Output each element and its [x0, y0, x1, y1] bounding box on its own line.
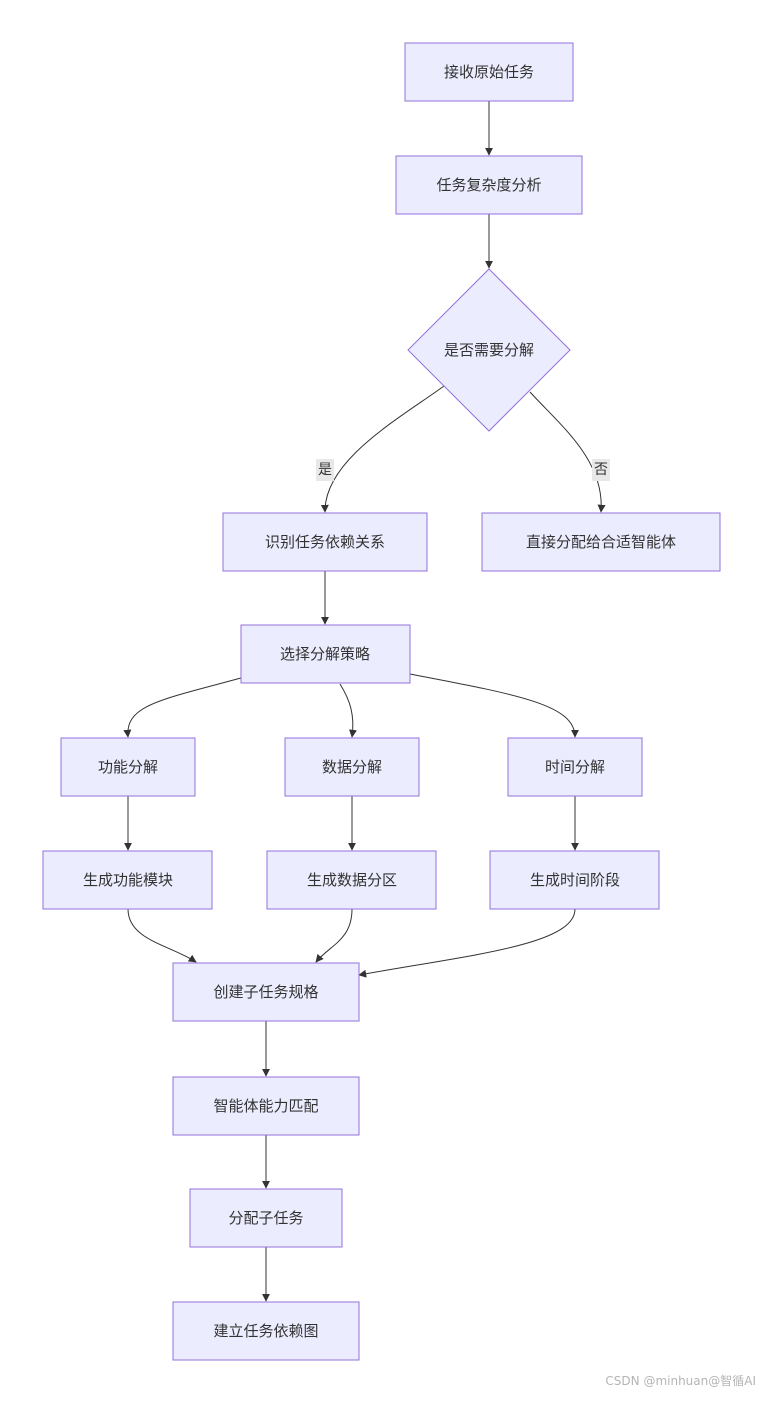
node-assign-directly: 直接分配给合适智能体: [481, 512, 721, 572]
node-assign-directly-label: 直接分配给合适智能体: [526, 533, 676, 551]
node-generate-function-modules: 生成功能模块: [42, 850, 213, 910]
node-generate-function-modules-label: 生成功能模块: [83, 871, 173, 889]
edge-strategy-to-func: [123, 677, 242, 738]
node-build-dependency-graph-label: 建立任务依赖图: [213, 1322, 318, 1340]
node-create-subtask-specs: 创建子任务规格: [172, 962, 360, 1022]
decision-need-decompose: 是否需要分解: [407, 268, 571, 432]
edge-label-no: 否: [592, 459, 610, 481]
node-identify-dependencies: 识别任务依赖关系: [222, 512, 428, 572]
node-receive-task-label: 接收原始任务: [444, 63, 534, 81]
node-assign-subtasks: 分配子任务: [189, 1188, 343, 1248]
decision-need-decompose-label: 是否需要分解: [444, 341, 534, 359]
edge-partitions-to-specs: [315, 908, 353, 963]
edge-modules-to-specs: [127, 908, 197, 963]
node-generate-time-stages: 生成时间阶段: [489, 850, 660, 910]
node-generate-data-partitions: 生成数据分区: [266, 850, 437, 910]
node-create-subtask-specs-label: 创建子任务规格: [213, 983, 318, 1001]
edge-decision-yes: [320, 385, 445, 513]
node-functional-decomposition-label: 功能分解: [98, 758, 158, 776]
watermark: CSDN @minhuan@智循AI: [605, 1374, 756, 1388]
edge-decision-no: [529, 391, 606, 513]
edge-stages-to-specs: [358, 908, 576, 978]
node-functional-decomposition: 功能分解: [60, 737, 196, 797]
edge-label-yes-text: 是: [318, 462, 332, 478]
edge-label-yes: 是: [316, 459, 334, 481]
node-complexity-analysis-label: 任务复杂度分析: [436, 176, 541, 194]
node-choose-strategy: 选择分解策略: [240, 624, 411, 684]
node-build-dependency-graph: 建立任务依赖图: [172, 1301, 360, 1361]
edge-strategy-to-data: [339, 683, 357, 738]
edge-label-no-text: 否: [594, 462, 608, 478]
node-choose-strategy-label: 选择分解策略: [280, 645, 370, 663]
node-time-decomposition-label: 时间分解: [545, 758, 605, 776]
edge-strategy-to-time: [409, 673, 579, 738]
node-time-decomposition: 时间分解: [507, 737, 643, 797]
node-complexity-analysis: 任务复杂度分析: [395, 155, 583, 215]
node-agent-capability-match-label: 智能体能力匹配: [213, 1097, 318, 1115]
node-generate-time-stages-label: 生成时间阶段: [530, 871, 620, 889]
node-data-decomposition: 数据分解: [284, 737, 420, 797]
node-identify-dependencies-label: 识别任务依赖关系: [265, 533, 385, 551]
node-receive-task: 接收原始任务: [404, 42, 574, 102]
node-agent-capability-match: 智能体能力匹配: [172, 1076, 360, 1136]
node-assign-subtasks-label: 分配子任务: [228, 1209, 303, 1227]
node-generate-data-partitions-label: 生成数据分区: [307, 871, 397, 889]
node-data-decomposition-label: 数据分解: [322, 758, 382, 776]
